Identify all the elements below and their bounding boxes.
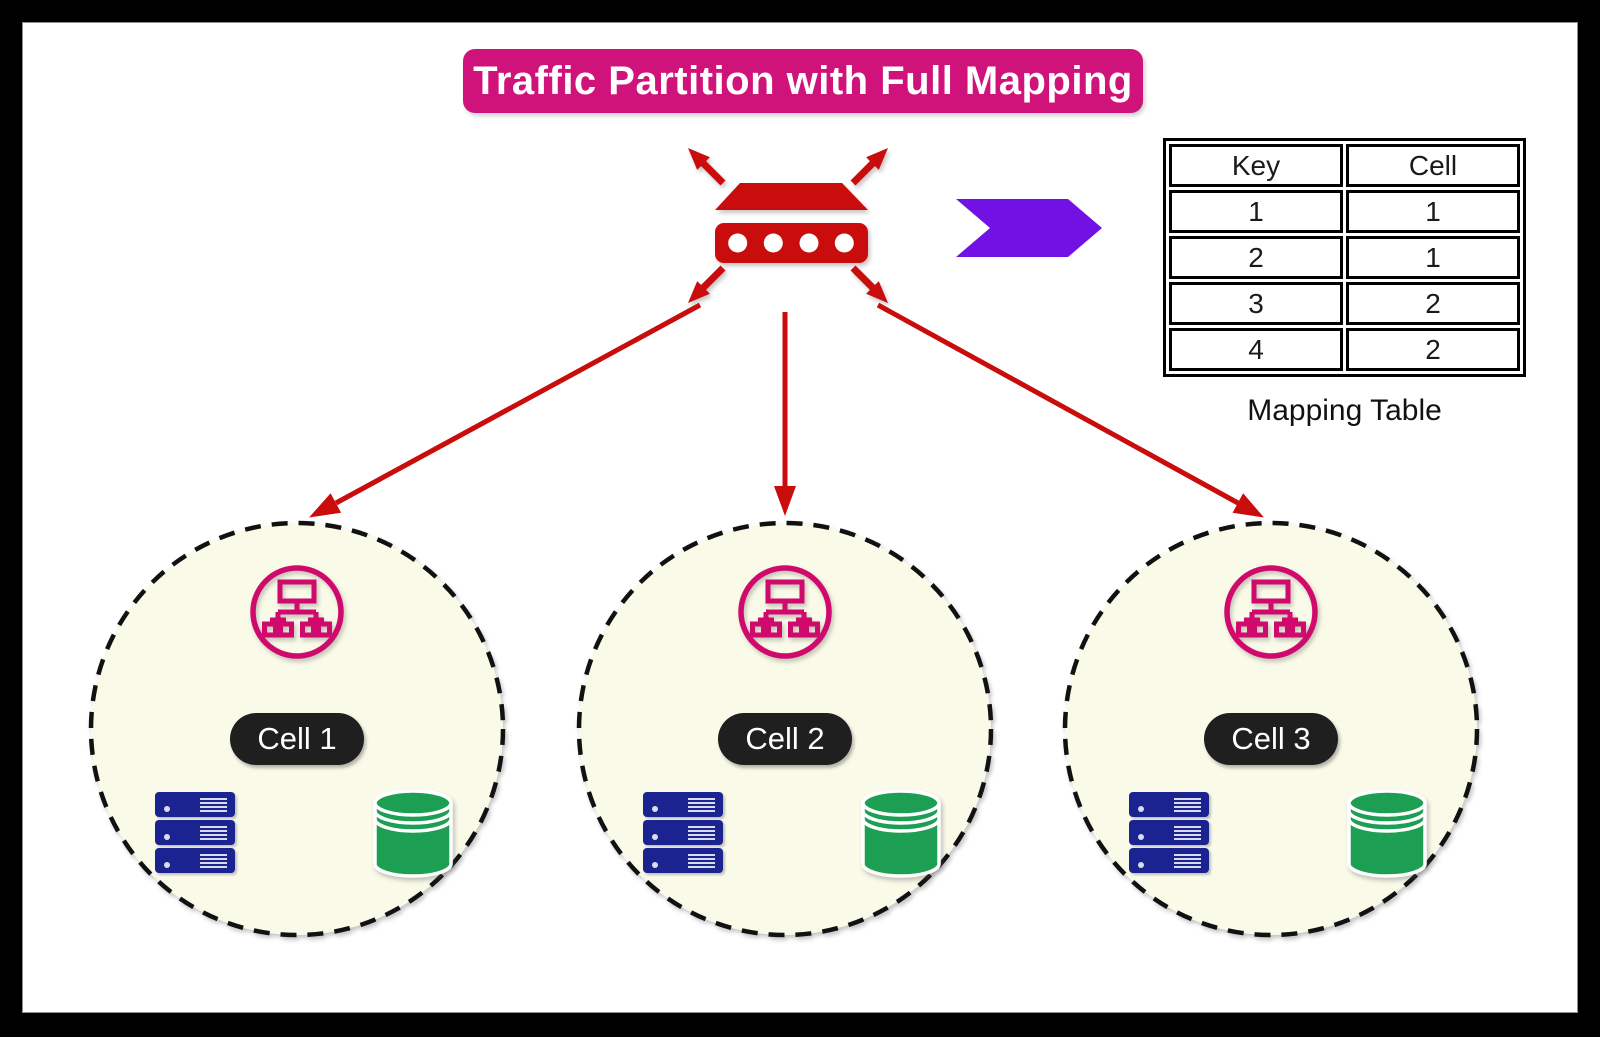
network-tree-icon — [738, 565, 832, 659]
server-stack-icon — [155, 792, 235, 876]
table-row: 4 2 — [1169, 328, 1520, 371]
cell-label: Cell 3 — [1231, 721, 1311, 756]
cell-value: 2 — [1346, 282, 1520, 325]
router-spread-arrows-icon — [688, 148, 888, 303]
cell-label-pill: Cell 2 — [718, 713, 852, 765]
table-row: 3 2 — [1169, 282, 1520, 325]
chevron-right-arrow-icon — [956, 199, 1102, 257]
table-row: 1 1 — [1169, 190, 1520, 233]
title-banner: Traffic Partition with Full Mapping — [463, 49, 1143, 113]
network-tree-icon — [250, 565, 344, 659]
table-header-key: Key — [1169, 144, 1343, 187]
network-tree-icon — [1224, 565, 1318, 659]
cell-value: 1 — [1346, 236, 1520, 279]
router-top-trapezoid — [715, 183, 868, 210]
database-icon — [1347, 790, 1427, 878]
diagram-title: Traffic Partition with Full Mapping — [473, 58, 1133, 103]
mapping-table-header-row: Key Cell — [1169, 144, 1520, 187]
server-stack-icon — [1129, 792, 1209, 876]
cell-2-group: Cell 2 — [575, 519, 995, 939]
cell-3-group: Cell 3 — [1061, 519, 1481, 939]
database-icon — [373, 790, 453, 878]
cell-label: Cell 1 — [257, 721, 337, 756]
cell-value: 2 — [1346, 328, 1520, 371]
key-value: 4 — [1169, 328, 1343, 371]
table-header-cell: Cell — [1346, 144, 1520, 187]
server-stack-icon — [643, 792, 723, 876]
database-icon — [861, 790, 941, 878]
key-value: 2 — [1169, 236, 1343, 279]
key-value: 3 — [1169, 282, 1343, 325]
router-chassis — [715, 223, 868, 263]
mapping-table: Key Cell 1 1 2 1 3 2 4 2 — [1163, 138, 1526, 377]
key-value: 1 — [1169, 190, 1343, 233]
cell-label-pill: Cell 1 — [230, 713, 364, 765]
mapping-table-caption: Mapping Table — [1247, 394, 1442, 427]
table-row: 2 1 — [1169, 236, 1520, 279]
load-balancer-router-icon — [688, 148, 888, 303]
cell-value: 1 — [1346, 190, 1520, 233]
cell-label-pill: Cell 3 — [1204, 713, 1338, 765]
cell-label: Cell 2 — [745, 721, 825, 756]
cell-1-group: Cell 1 — [87, 519, 507, 939]
